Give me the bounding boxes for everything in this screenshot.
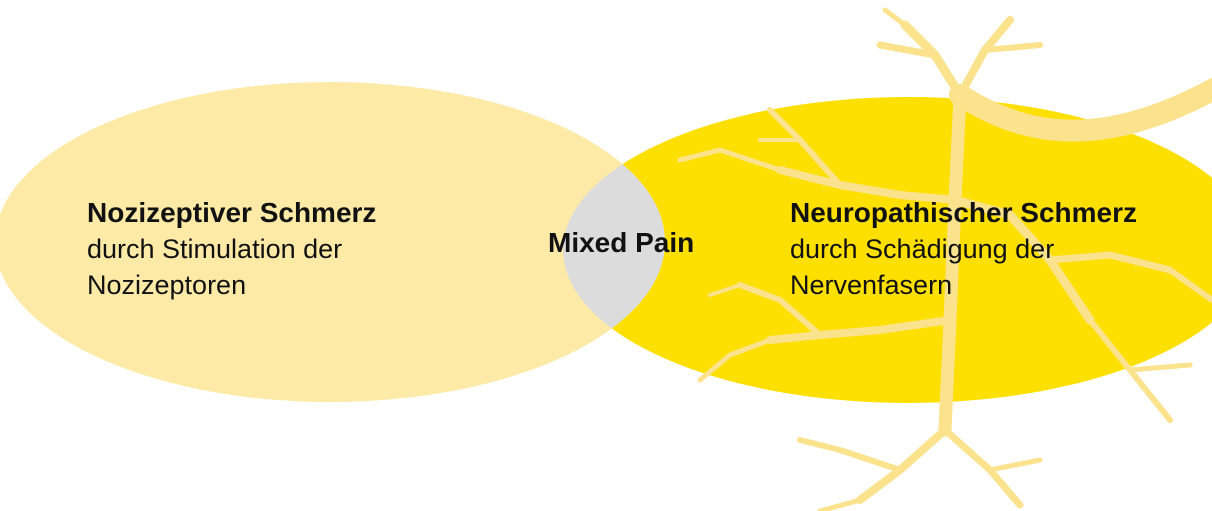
nociceptive-label: Nozizeptiver Schmerz durch Stimulation d… [87,195,376,303]
neuropathic-title: Neuropathischer Schmerz [790,195,1137,231]
mixed-pain-label: Mixed Pain [548,225,694,261]
nociceptive-description-line-2: Nozizeptoren [87,267,376,303]
nociceptive-description-line-1: durch Stimulation der [87,231,376,267]
neuropathic-description-line-2: Nervenfasern [790,267,1137,303]
nociceptive-title: Nozizeptiver Schmerz [87,195,376,231]
neuropathic-label: Neuropathischer Schmerz durch Schädigung… [790,195,1137,303]
neuropathic-description-line-1: durch Schädigung der [790,231,1137,267]
